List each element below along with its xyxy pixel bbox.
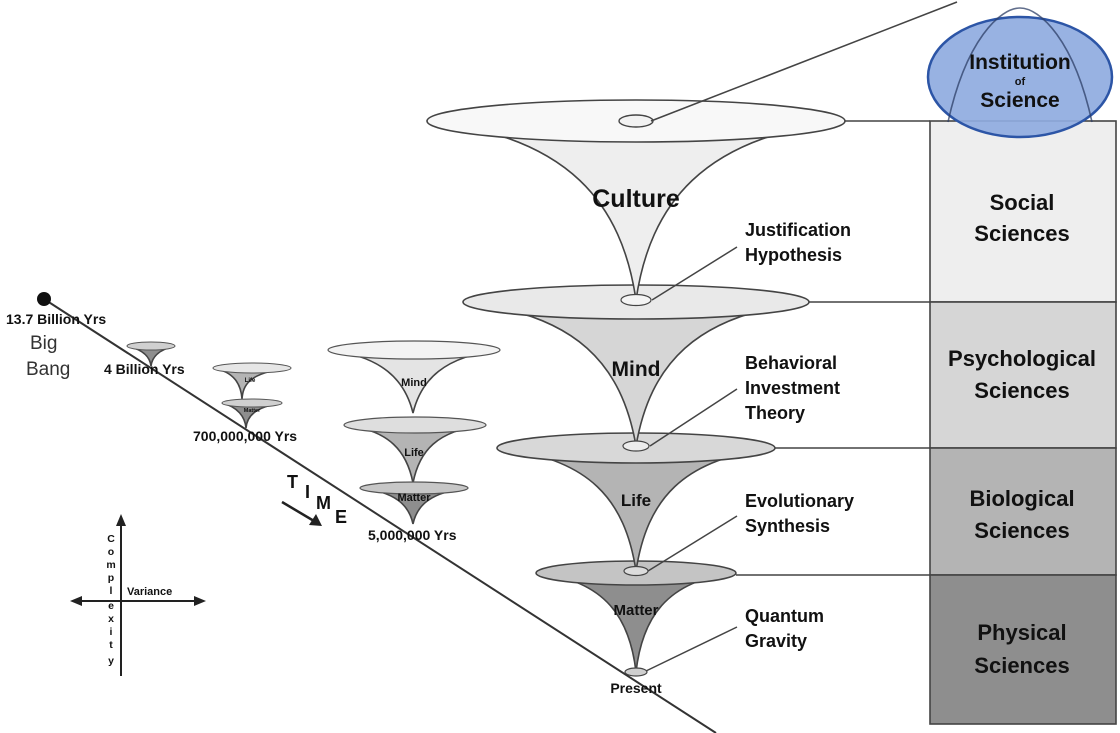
big-bang-time-label: 13.7 Billion Yrs [6,311,106,327]
svg-text:p: p [108,572,114,584]
time-label-4b: 4 Billion Yrs [104,361,185,377]
institution-arc [947,7,1093,123]
svg-text:e: e [108,600,114,612]
time-label-700m: 700,000,000 Yrs [193,428,297,444]
svg-text:y: y [108,655,114,667]
institution-line3: Science [980,89,1059,112]
cone-life-700m: Life [212,362,292,400]
psychological-sciences-box [929,301,1117,449]
theory-bit-line2: Investment [745,378,840,398]
cone-life-5m: Life [343,416,487,484]
life-small-label: Life [245,378,256,384]
social-sciences-line1: Social [990,190,1055,215]
biological-sciences-line1: Biological [969,486,1074,511]
svg-text:t: t [109,639,113,651]
time-letter-i: I [305,482,310,502]
cone-matter-label: Matter [613,602,658,619]
cone-matter-700m: Matter [221,398,283,429]
cone-matter-4b [126,341,176,367]
variance-axis-label: Variance [127,586,172,598]
big-bang-label-line1: Big [30,333,57,354]
theory-evolutionary-line1: Evolutionary [745,491,854,511]
cone-mind-label: Mind [612,358,661,381]
physical-sciences-line2: Sciences [974,653,1069,678]
theory-evolutionary-line2: Synthesis [745,516,830,536]
matter-mid-label: Matter [397,492,431,504]
sciences-column [929,120,1117,725]
institution-ellipse [926,15,1114,139]
social-sciences-line2: Sciences [974,221,1069,246]
institution-connector-line [650,1,958,122]
cone-box-connectors [736,120,930,576]
complexity-axis-label: C o m p l e x i t y [106,533,115,667]
cone-matter-5m: Matter [359,481,469,525]
biological-sciences-line2: Sciences [974,518,1069,543]
cone-life-label: Life [621,491,651,510]
theory-justification-line2: Hypothesis [745,245,842,265]
time-arrow-icon [281,500,322,526]
cone-culture: Culture [426,99,846,307]
big-bang-label-line2: Bang [26,359,70,380]
time-label: T I M E [281,472,347,527]
theory-connectors [645,246,738,672]
mind-mid-label: Mind [401,377,427,389]
matter-small-label: Matter [244,408,261,414]
svg-text:o: o [108,546,114,558]
institution-of-science: Institution of Science [926,7,1114,139]
cone-culture-label: Culture [592,185,680,213]
svg-text:l: l [110,585,113,597]
cone-mind-5m: Mind [327,340,501,414]
cone-life: Life [496,432,776,577]
physical-sciences-line1: Physical [977,620,1066,645]
psychological-sciences-line2: Sciences [974,378,1069,403]
big-bang-dot [37,292,51,306]
theory-quantum-line1: Quantum [745,606,824,626]
time-letter-m: M [316,493,331,513]
theory-justification-line1: Justification [745,220,851,240]
physical-sciences-box [929,574,1117,725]
time-label-5m: 5,000,000 Yrs [368,527,457,543]
present-label: Present [610,680,662,696]
institution-line2: of [1015,76,1026,88]
time-axis-line [43,298,717,733]
biological-sciences-box [929,447,1117,576]
svg-text:i: i [110,626,113,638]
theory-quantum-line2: Gravity [745,631,807,651]
life-mid-label: Life [404,447,424,459]
institution-line1: Institution [969,51,1070,74]
svg-text:m: m [106,559,115,571]
institution-origin-disc [618,114,654,128]
cone-matter: Matter [535,560,737,677]
svg-text:x: x [108,613,114,625]
complexity-variance-axes [70,514,206,676]
time-letter-t: T [287,472,298,492]
psychological-sciences-line1: Psychological [948,346,1096,371]
time-letter-e: E [335,507,347,527]
theory-bit-line1: Behavioral [745,353,837,373]
svg-text:C: C [107,533,115,545]
theory-bit-line3: Theory [745,403,805,423]
